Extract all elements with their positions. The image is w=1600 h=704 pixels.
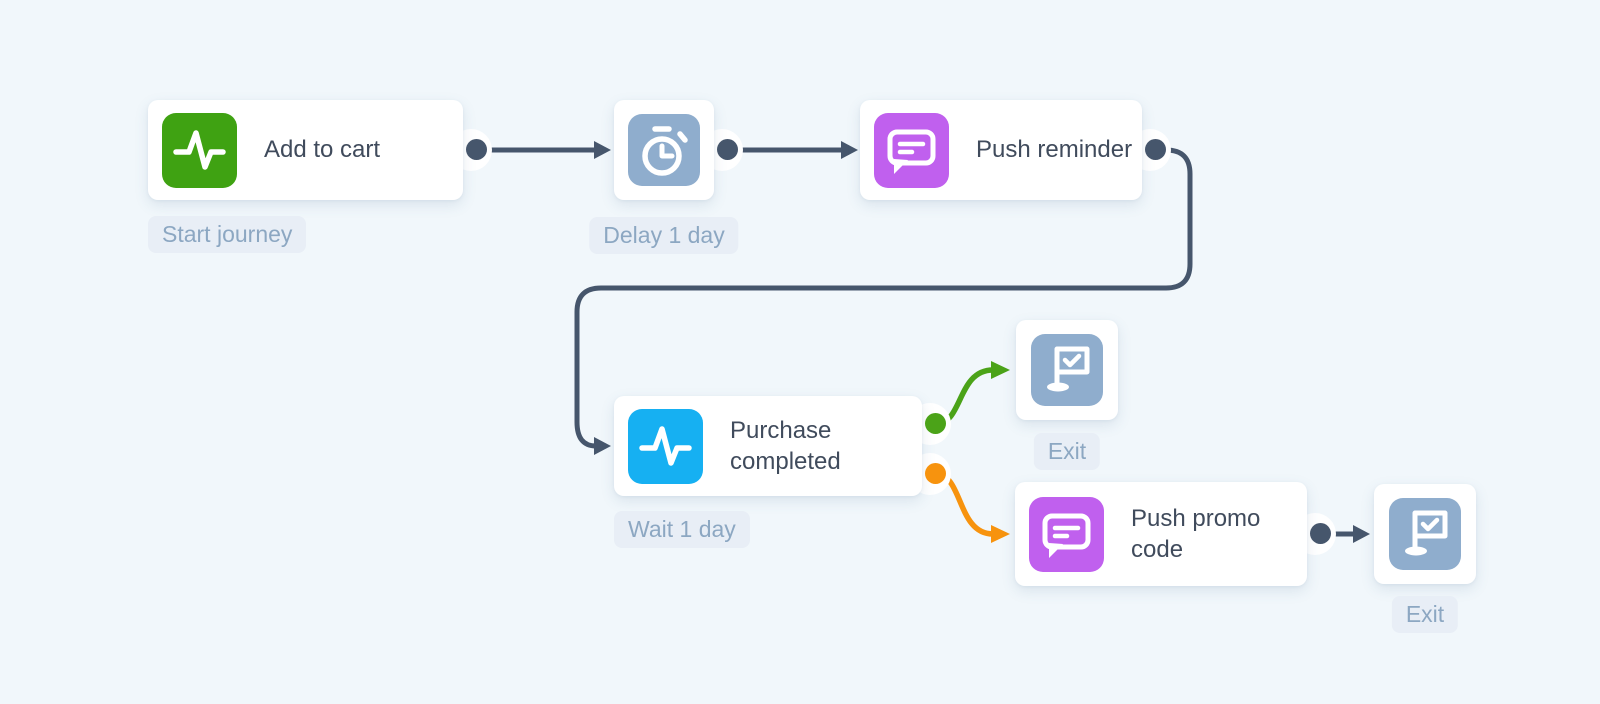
flag-icon xyxy=(1389,498,1461,570)
arrowhead-icon xyxy=(594,437,611,455)
node-badge-wait: Wait 1 day xyxy=(614,511,750,548)
node-badge-exit-top: Exit xyxy=(1033,433,1101,470)
arrowhead-icon xyxy=(1353,525,1370,543)
node-add-to-cart[interactable]: Add to cart xyxy=(148,100,463,200)
stopwatch-icon xyxy=(628,114,700,186)
node-push-reminder[interactable]: Push reminder xyxy=(860,100,1142,200)
output-port-push-reminder[interactable] xyxy=(1145,139,1166,160)
node-badge-start-journey: Start journey xyxy=(148,216,307,253)
node-push-promo-code[interactable]: Push promo code xyxy=(1015,482,1307,586)
output-port-delay[interactable] xyxy=(717,139,738,160)
node-purchase-completed[interactable]: Purchase completed xyxy=(614,396,922,496)
pulse-icon xyxy=(162,112,237,188)
node-exit-top[interactable] xyxy=(1016,320,1118,420)
flag-icon xyxy=(1031,334,1103,406)
node-exit-bottom[interactable] xyxy=(1374,484,1476,584)
node-delay[interactable] xyxy=(614,100,714,200)
output-port-purchase-negative[interactable] xyxy=(925,463,946,484)
node-title: Purchase completed xyxy=(730,416,841,475)
arrowhead-icon xyxy=(594,141,611,159)
output-port-push-promo[interactable] xyxy=(1310,523,1331,544)
output-port-add-to-cart[interactable] xyxy=(466,139,487,160)
node-badge-exit-bottom: Exit xyxy=(1391,596,1459,633)
arrowhead-icon xyxy=(991,361,1010,379)
edge-delay-pushreminder xyxy=(725,141,858,159)
edge-addtocart-delay xyxy=(474,141,611,159)
chat-bubble-icon xyxy=(874,112,949,188)
pulse-icon xyxy=(628,408,703,484)
node-title: Push promo code xyxy=(1131,504,1261,563)
node-title: Add to cart xyxy=(264,136,381,164)
output-port-purchase-positive[interactable] xyxy=(925,413,946,434)
node-title: Push reminder xyxy=(976,136,1133,164)
arrowhead-icon xyxy=(841,141,858,159)
chat-bubble-icon xyxy=(1029,496,1104,572)
node-badge-delay: Delay 1 day xyxy=(589,217,739,254)
edge-pushreminder-purchase xyxy=(574,147,1193,455)
arrowhead-icon xyxy=(991,525,1010,543)
